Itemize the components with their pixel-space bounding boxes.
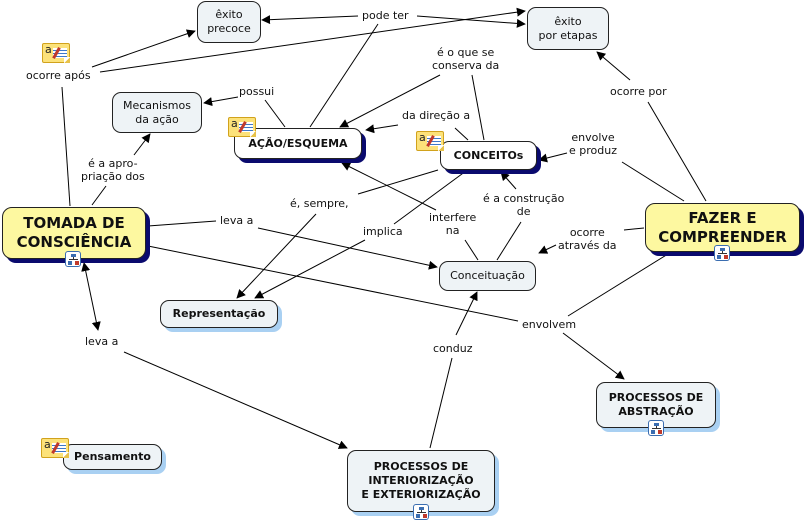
link-line xyxy=(429,357,453,449)
concept-label: PROCESSOS DE ABSTRAÇÃO xyxy=(608,391,704,418)
link-line xyxy=(538,152,568,163)
link-line xyxy=(264,99,286,128)
link-line xyxy=(496,221,522,261)
link-line xyxy=(464,239,479,261)
concept-exito-por-etapas[interactable]: êxito por etapas xyxy=(527,7,609,50)
concept-label: êxito por etapas xyxy=(538,14,598,42)
link-line xyxy=(91,185,107,206)
link-label-conduz[interactable]: conduz xyxy=(432,342,474,355)
concept-label: Conceituação xyxy=(450,269,525,282)
link-line xyxy=(596,51,631,81)
concept-mecanismos-da-acao[interactable]: Mecanismos da ação xyxy=(112,92,202,133)
link-label-possui[interactable]: possui xyxy=(238,85,276,98)
link-line xyxy=(454,127,469,141)
link-label-pode-ter[interactable]: pode ter xyxy=(361,9,410,22)
link-line xyxy=(309,23,379,128)
link-line xyxy=(123,351,348,449)
link-line xyxy=(416,15,526,28)
link-line xyxy=(365,124,399,134)
submap-icon[interactable] xyxy=(714,245,730,261)
link-line xyxy=(471,74,485,141)
link-label-direcao[interactable]: da direção a xyxy=(401,109,472,122)
link-line xyxy=(236,213,317,299)
link-line xyxy=(621,161,685,202)
concept-pensamento[interactable]: Pensamento xyxy=(63,444,162,470)
link-label-ocorre-por[interactable]: ocorre por xyxy=(609,85,668,98)
link-label-apropriacao[interactable]: é a apro- priação dos xyxy=(80,157,146,183)
link-line xyxy=(133,133,151,156)
link-line xyxy=(567,253,669,317)
link-line xyxy=(647,101,707,202)
link-line xyxy=(99,7,526,73)
concept-label: CONCEITOs xyxy=(453,148,524,162)
concept-exito-precoce[interactable]: êxito precoce xyxy=(197,1,261,43)
concept-processos-de-interiorizacao[interactable]: PROCESSOS DE INTERIORIZAÇÃO E EXTERIORIZ… xyxy=(347,450,495,512)
link-label-leva-a-1[interactable]: leva a xyxy=(219,214,255,227)
link-line xyxy=(203,96,239,107)
link-label-ocorre-apos[interactable]: ocorre após xyxy=(25,69,92,82)
link-label-envolve-produz[interactable]: envolve e produz xyxy=(568,131,618,157)
link-line xyxy=(623,227,645,231)
concept-label: Representação xyxy=(172,307,266,320)
concept-label: êxito precoce xyxy=(207,8,251,35)
concept-label: Pensamento xyxy=(74,450,151,463)
link-label-interfere[interactable]: interfere na xyxy=(428,211,478,237)
link-line xyxy=(91,29,196,68)
note-icon[interactable]: a xyxy=(41,438,69,458)
link-line xyxy=(261,15,359,25)
concept-label: AÇÃO/ESQUEMA xyxy=(248,136,348,150)
link-label-implica[interactable]: implica xyxy=(362,225,404,238)
link-line xyxy=(147,220,217,227)
link-line xyxy=(254,239,366,299)
concept-label: Mecanismos da ação xyxy=(123,98,191,126)
concept-conceituacao[interactable]: Conceituação xyxy=(439,261,536,291)
link-line xyxy=(357,169,439,195)
link-line xyxy=(147,245,519,322)
link-label-leva-a-2[interactable]: leva a xyxy=(84,335,120,348)
link-label-envolvem[interactable]: envolvem xyxy=(521,318,578,331)
link-line xyxy=(339,74,441,128)
concept-label: PROCESSOS DE INTERIORIZAÇÃO E EXTERIORIZ… xyxy=(361,460,481,501)
concept-representacao[interactable]: Representação xyxy=(160,300,278,328)
link-label-ocorre-atraves[interactable]: ocorre através da xyxy=(557,226,618,252)
submap-icon[interactable] xyxy=(65,251,81,267)
link-line xyxy=(562,332,625,380)
concept-conceitos[interactable]: CONCEITOs xyxy=(440,141,537,170)
note-icon[interactable]: a xyxy=(42,43,70,63)
note-icon[interactable]: a xyxy=(228,117,256,137)
link-line xyxy=(393,170,467,225)
submap-icon[interactable] xyxy=(648,420,664,436)
link-label-e-sempre[interactable]: é, sempre, xyxy=(289,197,350,210)
link-line xyxy=(500,171,517,190)
concept-label: FAZER E COMPREENDER xyxy=(658,208,787,246)
link-label-construcao[interactable]: é a construção de xyxy=(482,192,566,218)
link-line xyxy=(81,262,101,331)
link-line xyxy=(257,227,438,270)
note-icon[interactable]: a xyxy=(416,131,444,151)
link-label-conserva[interactable]: é o que se conserva da xyxy=(431,46,501,72)
link-line xyxy=(538,244,557,254)
link-line xyxy=(61,86,71,207)
concept-label: TOMADA DE CONSCIÊNCIA xyxy=(16,214,132,251)
submap-icon[interactable] xyxy=(413,504,429,520)
link-line xyxy=(341,162,437,211)
link-line xyxy=(455,291,478,336)
